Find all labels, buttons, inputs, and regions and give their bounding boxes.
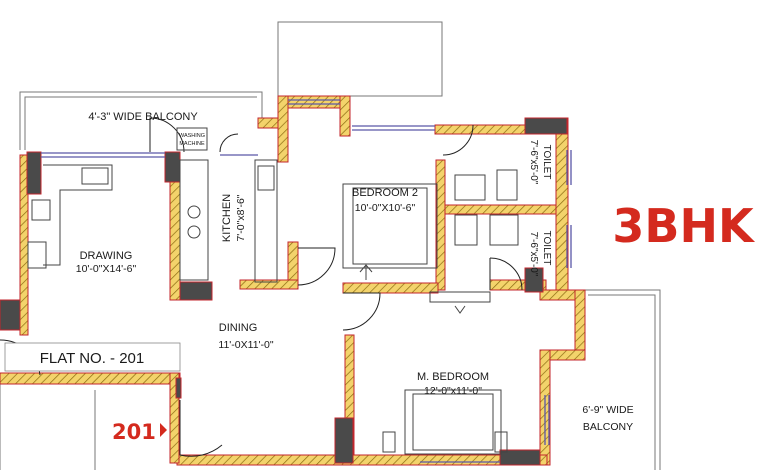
thin-outlines — [0, 21, 661, 470]
toilet2-size: 7'-6"x5'-0" — [528, 232, 539, 277]
bhk-heading: 3BHK — [612, 199, 756, 253]
columns — [0, 117, 568, 466]
room-labels: 4'-3" WIDE BALCONY WASHING MACHINE DRAWI… — [76, 111, 634, 433]
drawing-name: DRAWING — [80, 250, 133, 262]
toilet2-name: TOILET — [541, 231, 552, 266]
door-number-label: 201 — [112, 420, 156, 444]
balcony-right-line2: BALCONY — [583, 421, 633, 433]
bedroom2-size: 10'-0"X10'-6" — [355, 202, 416, 214]
balcony-right-line1: 6'-9" WIDE — [582, 404, 633, 416]
bedroom2-name: BEDROOM 2 — [352, 187, 418, 199]
drawing-size: 10'-0"X14'-6" — [76, 263, 137, 275]
windows — [41, 99, 572, 463]
master-name: M. BEDROOM — [417, 371, 489, 383]
toilet1-name: TOILET — [541, 145, 552, 180]
washing-label-line2: MACHINE — [179, 141, 205, 147]
toilet1-size: 7'-6"x5'-0" — [528, 140, 539, 185]
flat-number-label-box: FLAT NO. - 201 — [4, 342, 181, 372]
entry-arrow-icon — [160, 423, 167, 437]
kitchen-size: 7'-0"x8'-6" — [235, 194, 247, 241]
washing-label-line1: WASHING — [179, 133, 205, 139]
walls — [0, 95, 586, 466]
entry-marker: 201 — [112, 420, 167, 444]
balcony-top-label: 4'-3" WIDE BALCONY — [88, 111, 198, 123]
master-size: 12'-0"x11'-0" — [424, 385, 482, 397]
furniture — [27, 127, 519, 455]
dining-size: 11'-0X11'-0" — [218, 339, 273, 351]
flat-number-label: FLAT NO. - 201 — [40, 350, 144, 367]
kitchen-name: KITCHEN — [221, 194, 233, 242]
dining-name: DINING — [219, 322, 258, 334]
